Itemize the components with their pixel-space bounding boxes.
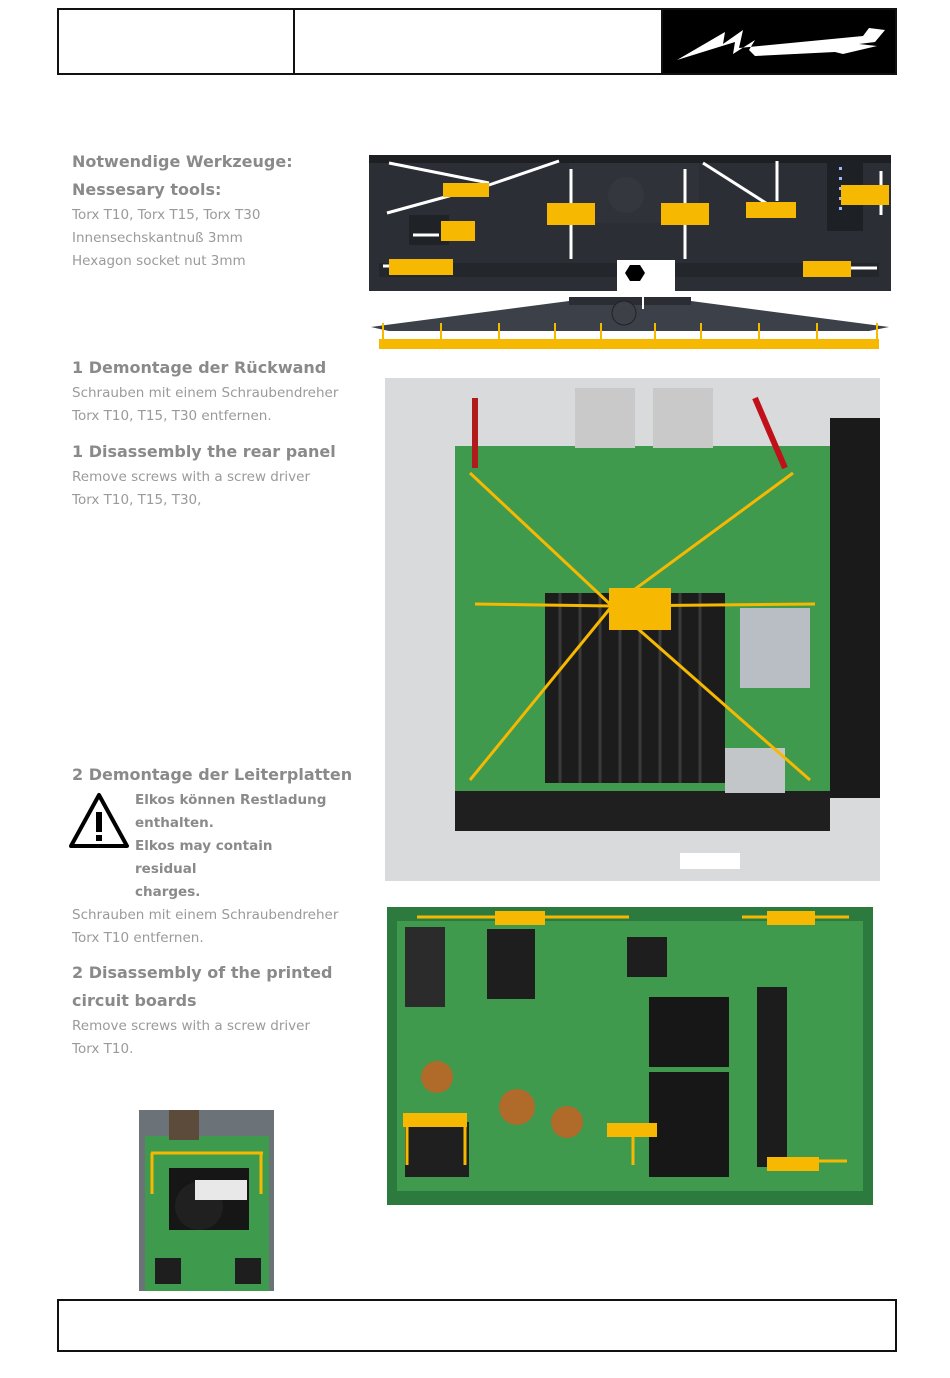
step1-body-de: Schrauben mit einem Schraubendreher: [72, 385, 339, 401]
bottom-edge-photo: [369, 291, 891, 357]
step2-body-en: Remove screws with a screw driver: [72, 1018, 311, 1034]
step2-heading-en: 2 Disassembly of the printed: [72, 963, 333, 982]
step2-heading-en: circuit boards: [72, 991, 197, 1010]
step2-body-en: Torx T10.: [72, 1041, 134, 1057]
warning-triangle-icon: [68, 792, 130, 854]
tools-heading-en: Nessesary tools:: [72, 180, 222, 199]
step1-body-en: Remove screws with a screw driver: [72, 469, 311, 485]
header-box: [57, 8, 897, 75]
powerboard-photo: [387, 907, 873, 1205]
tools-line: Torx T10, Torx T15, Torx T30: [72, 207, 261, 223]
tools-section: Notwendige Werkzeuge: Nessesary tools: T…: [72, 148, 362, 273]
step2-body-de: Torx T10 entfernen.: [72, 930, 204, 946]
tools-line: Innensechskantnuß 3mm: [72, 230, 243, 246]
metz-logo: [663, 10, 895, 73]
tools-line: Hexagon socket nut 3mm: [72, 253, 246, 269]
step1-body-en: Torx T10, T15, T30,: [72, 492, 202, 508]
rear-panel-photo: [369, 155, 891, 291]
step2-heading-block: 2 Demontage der Leiterplatten: [72, 761, 362, 789]
header-cell-2: [295, 10, 663, 73]
step1-section: 1 Demontage der Rückwand Schrauben mit e…: [72, 354, 362, 512]
small-board-photo: [139, 1110, 274, 1291]
warning-text: Elkos können Restladung enthalten. Elkos…: [135, 792, 327, 900]
step1-body-de: Torx T10, T15, T30 entfernen.: [72, 408, 272, 424]
mainboard-photo: [385, 378, 880, 881]
footer-box: [57, 1299, 897, 1352]
tools-heading-de: Notwendige Werkzeuge:: [72, 152, 293, 171]
step1-heading-en: 1 Disassembly the rear panel: [72, 442, 336, 461]
step2-body-de: Schrauben mit einem Schraubendreher: [72, 907, 339, 923]
step1-heading-de: 1 Demontage der Rückwand: [72, 358, 327, 377]
header-cell-1: [59, 10, 295, 73]
step2-heading-de: 2 Demontage der Leiterplatten: [72, 765, 353, 784]
step2-body: Schrauben mit einem Schraubendreher Torx…: [72, 904, 362, 1061]
